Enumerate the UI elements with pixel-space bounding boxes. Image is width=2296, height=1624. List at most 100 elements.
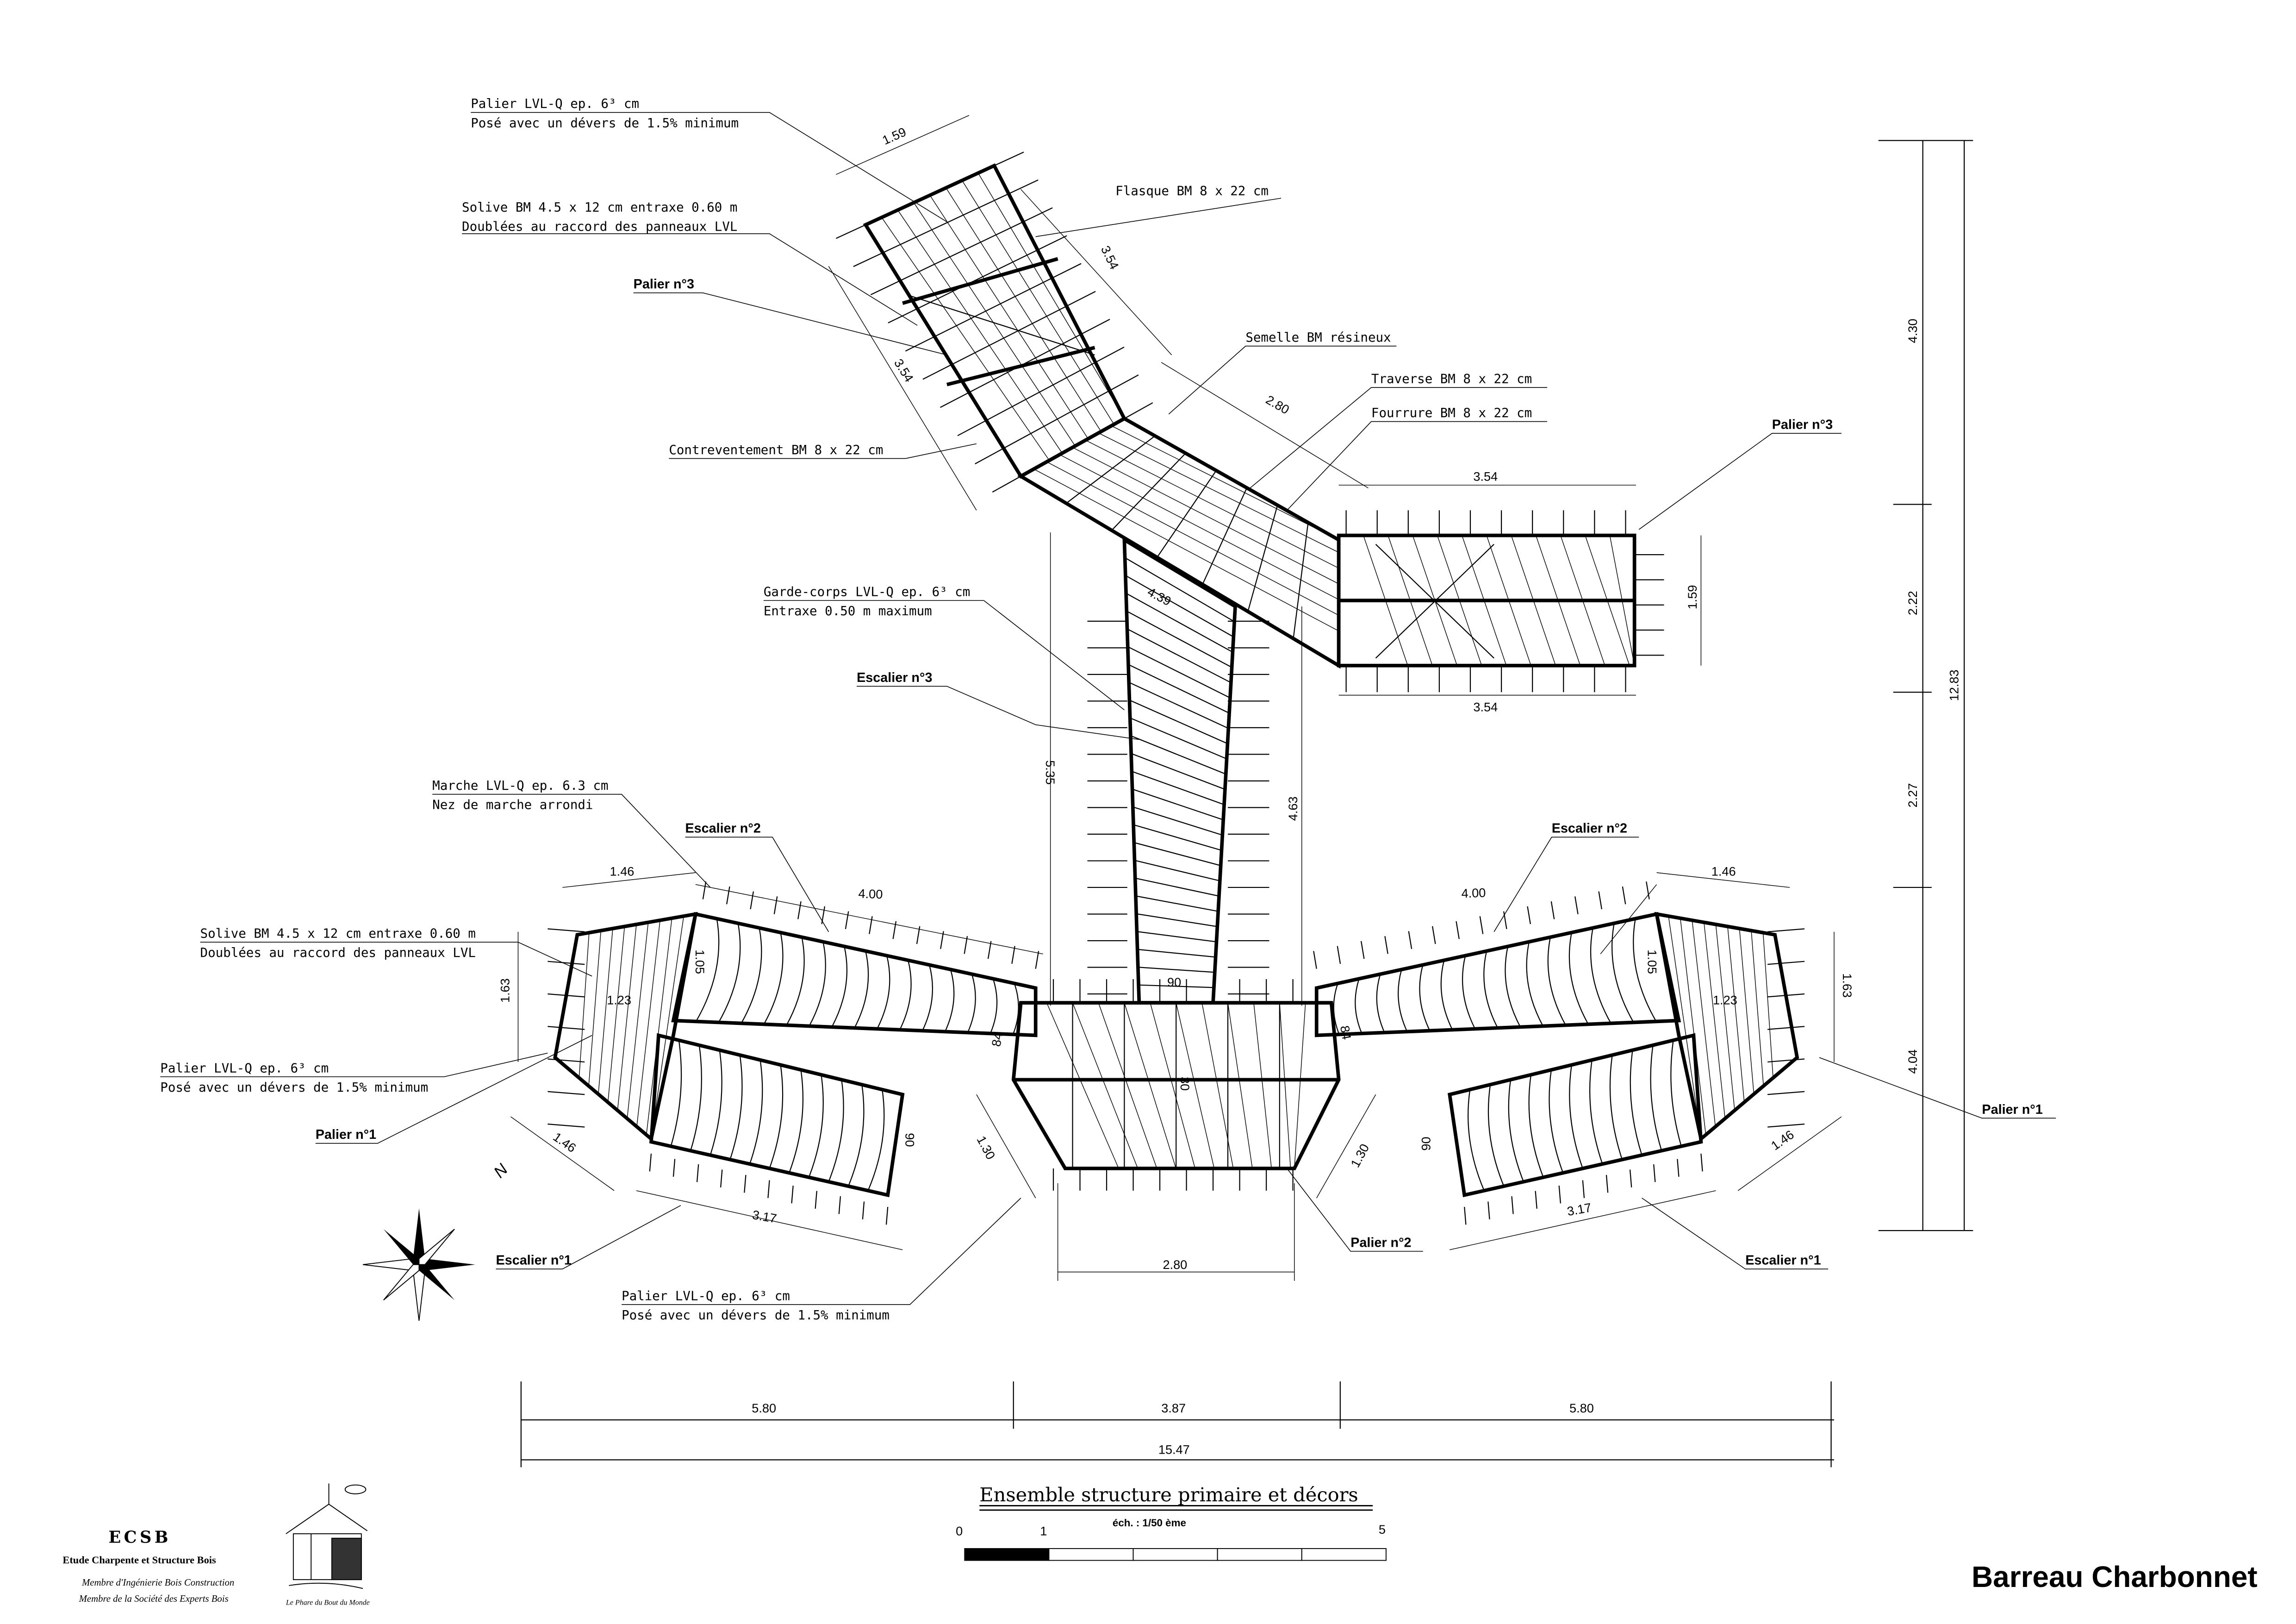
brand-name: Barreau Charbonnet bbox=[1972, 1560, 2258, 1593]
hatch-line bbox=[1124, 1002, 1176, 1169]
stair-tread bbox=[1590, 928, 1612, 1024]
stair-tread bbox=[695, 918, 720, 1022]
guard-post bbox=[838, 1196, 841, 1214]
hatch-line bbox=[1253, 1003, 1272, 1169]
stair-tread bbox=[1127, 628, 1232, 683]
hatch-line bbox=[962, 180, 1114, 425]
label-garde-corps-2: Entraxe 0.50 m maximum bbox=[764, 604, 932, 618]
hatch-line bbox=[1294, 1003, 1306, 1169]
scale-bar bbox=[964, 1548, 1387, 1561]
stair-tread bbox=[1133, 842, 1221, 866]
label-solive-top: Solive BM 4.5 x 12 cm entraxe 0.60 m bbox=[462, 200, 737, 215]
joist bbox=[548, 1124, 585, 1128]
guard-post bbox=[750, 891, 754, 910]
stair-tread bbox=[1137, 949, 1216, 958]
guard-post bbox=[702, 881, 707, 899]
label-traverse: Traverse BM 8 x 22 cm bbox=[1371, 372, 1532, 386]
stair-tread bbox=[1128, 664, 1230, 714]
joist bbox=[548, 993, 585, 998]
stair-tread bbox=[1487, 1084, 1505, 1187]
dim-c-90: 90 bbox=[1167, 975, 1181, 989]
dim-v-222: 2.22 bbox=[1905, 591, 1920, 615]
guard-post bbox=[1629, 1169, 1632, 1187]
stair-tread bbox=[1126, 593, 1233, 653]
stair-tread bbox=[1630, 1050, 1643, 1156]
hatch-line bbox=[1762, 932, 1773, 1078]
stair-tread bbox=[1398, 969, 1408, 1032]
stair-tread bbox=[1547, 937, 1566, 1026]
stair-tread bbox=[1293, 522, 1309, 639]
stair-tread bbox=[1528, 1074, 1544, 1178]
dim-l-163: 1.63 bbox=[498, 978, 512, 1003]
stair-tread bbox=[847, 1084, 865, 1187]
guard-post bbox=[1408, 931, 1412, 949]
company-acronym: ECSB bbox=[108, 1528, 171, 1547]
stair-tread bbox=[1526, 942, 1543, 1026]
escalier-1 bbox=[649, 1033, 905, 1225]
hatch-line bbox=[977, 173, 1125, 419]
drawing-title: Ensemble structure primaire et décors bbox=[979, 1483, 1358, 1506]
hatch-line bbox=[1751, 931, 1764, 1086]
dim-v-404: 4.04 bbox=[1905, 1049, 1920, 1074]
hatch-line bbox=[646, 918, 672, 1135]
stair-tread bbox=[1131, 771, 1225, 806]
stair-tread bbox=[1549, 1069, 1564, 1173]
guard-post bbox=[791, 1185, 794, 1204]
guard-post bbox=[1558, 1185, 1561, 1204]
guard-post bbox=[744, 1174, 747, 1193]
stair-tread bbox=[789, 1069, 804, 1173]
stair-tread bbox=[989, 978, 998, 1034]
hatch-line bbox=[1704, 922, 1726, 1119]
dim-r-400: 4.00 bbox=[1461, 885, 1486, 900]
dim-c-280: 2.80 bbox=[1163, 1257, 1187, 1272]
guard-post bbox=[1035, 951, 1039, 969]
joist bbox=[1767, 993, 1805, 998]
stair-tread bbox=[1650, 1045, 1662, 1151]
palier-3-right bbox=[1337, 510, 1664, 693]
overall-dimension-lines bbox=[520, 140, 1973, 1468]
dim-stair3-right: 4.63 bbox=[1286, 796, 1300, 821]
company-member-2: Membre de la Société des Experts Bois bbox=[79, 1594, 229, 1604]
stair-tread bbox=[867, 1089, 885, 1191]
dim-r-90: 90 bbox=[1419, 1137, 1433, 1150]
stair-tread bbox=[1138, 967, 1215, 973]
company-block: ECSB Etude Charpente et Structure Bois M… bbox=[62, 1483, 370, 1606]
compass-star-icon bbox=[362, 1208, 475, 1321]
hatch-line bbox=[1668, 916, 1702, 1139]
joist bbox=[548, 1026, 585, 1030]
joist bbox=[1767, 1091, 1805, 1095]
guard-post bbox=[1574, 896, 1579, 914]
stair-tread bbox=[1505, 946, 1521, 1027]
stair-tread bbox=[1127, 646, 1231, 699]
stair-tread bbox=[1139, 984, 1214, 988]
stair-tread bbox=[1609, 1055, 1623, 1160]
dim-r-105: 1.05 bbox=[1645, 949, 1659, 974]
guard-post bbox=[1582, 1180, 1585, 1198]
label-escalier1-left: Escalier n°1 bbox=[496, 1253, 572, 1268]
label-palier1-left: Palier n°1 bbox=[316, 1127, 376, 1142]
stair-tread bbox=[1128, 681, 1229, 729]
stair-tread bbox=[944, 969, 955, 1032]
dim-l-400: 4.00 bbox=[858, 886, 883, 901]
guard-post bbox=[726, 886, 730, 905]
dim-l-123: 1.23 bbox=[607, 993, 631, 1007]
hatch-line bbox=[1072, 1002, 1139, 1169]
scale-tick-1: 1 bbox=[1040, 1524, 1047, 1538]
label-palier-top-2: Posé avec un dévers de 1.5% minimum bbox=[471, 116, 739, 131]
palier-1 bbox=[1654, 912, 1805, 1143]
stair-tread bbox=[749, 1060, 763, 1164]
dim-l-146-top: 1.46 bbox=[610, 864, 635, 878]
joist bbox=[1767, 1058, 1805, 1063]
stair-tread bbox=[854, 951, 869, 1028]
guard-post bbox=[1313, 951, 1317, 969]
joist bbox=[548, 928, 585, 932]
guard-post bbox=[767, 1180, 770, 1198]
guard-post bbox=[1011, 946, 1015, 964]
label-palier3-left: Palier n°3 bbox=[634, 277, 694, 292]
hatch-line bbox=[1715, 924, 1735, 1111]
guard-post bbox=[885, 1206, 889, 1225]
stair-tread bbox=[1612, 923, 1634, 1023]
stair-tread bbox=[1462, 956, 1476, 1029]
stair-tread bbox=[769, 1065, 784, 1169]
